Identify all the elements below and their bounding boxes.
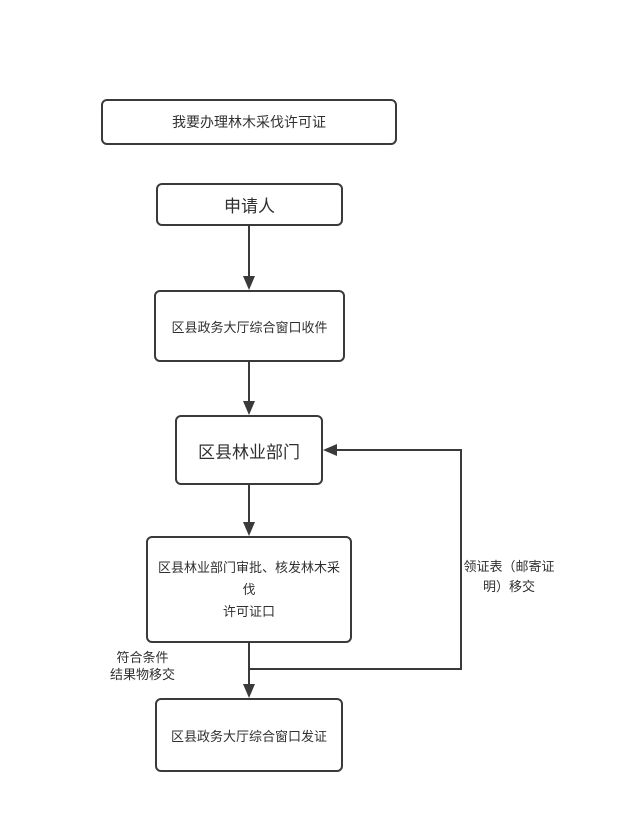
flow-node-window-receive-label: 区县政务大厅综合窗口收件 [171,319,328,335]
connector-applicant-receive [248,226,250,278]
flow-node-window-issue: 区县政务大厅综合窗口发证 [155,698,343,772]
flow-node-start-label: 我要办理林木采伐许可证 [172,114,326,130]
flow-node-forestry-dept: 区县林业部门 [175,415,323,485]
edge-label-certificate-transfer: 领证表（邮寄证 明）移交 [463,559,555,594]
arrow-down-icon [243,684,255,698]
flow-node-approval: 区县林业部门审批、核发林木采伐 许可证口 [146,536,352,643]
arrow-left-icon [323,444,337,456]
connector-feedback-vertical-segment [460,450,462,670]
edge-label-result-transfer: 符合条件 结果物移交 [109,650,175,682]
flow-node-applicant-label: 申请人 [224,197,275,216]
connector-approval-issue [248,643,250,685]
flow-node-approval-label: 区县林业部门审批、核发林木采伐 许可证口 [157,559,340,619]
arrow-down-icon [243,276,255,290]
flow-node-applicant: 申请人 [156,183,343,226]
arrow-down-icon [243,401,255,415]
flow-node-forestry-dept-label: 区县林业部门 [198,442,300,462]
connector-receive-forestry [248,362,250,402]
flow-node-window-issue-label: 区县政务大厅综合窗口发证 [170,728,327,744]
connector-feedback-top-segment [337,449,462,451]
flow-node-start: 我要办理林木采伐许可证 [101,99,397,145]
arrow-down-icon [243,522,255,536]
connector-forestry-approval [248,485,250,523]
flow-node-window-receive: 区县政务大厅综合窗口收件 [154,290,345,362]
connector-feedback-bottom-segment [248,668,462,670]
